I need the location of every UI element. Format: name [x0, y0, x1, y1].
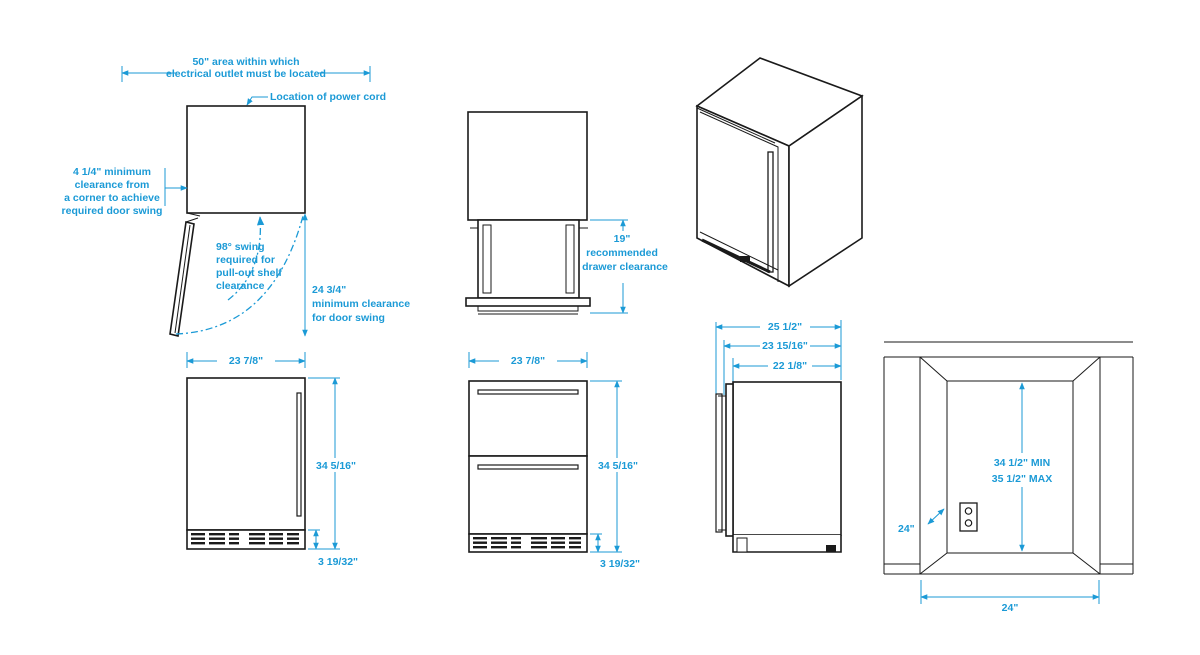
drawer-front	[465, 297, 591, 307]
swing-label-4: clearance	[216, 280, 265, 292]
door-clearance-label-1: 24 3/4"	[312, 284, 346, 296]
front-base-label: 3 19/32"	[318, 556, 358, 568]
swing-label-1: 98° swing	[216, 241, 265, 253]
side-base	[732, 535, 842, 553]
iso-side-face	[788, 94, 863, 288]
drawer-unit-top-outline	[467, 111, 588, 221]
front-view-door: 23 7/8" 34 5/16" 3 19/32"	[186, 352, 358, 568]
front-view-drawers: 23 7/8" 34 5/16" 3 19/32"	[468, 352, 640, 570]
power-cord-leader	[246, 96, 268, 106]
isometric-view	[695, 57, 864, 288]
depth-cabinet-label: 22 1/8"	[773, 360, 807, 372]
front-height-label: 34 5/16"	[316, 460, 356, 472]
pulled-drawer	[477, 219, 580, 299]
corner-clearance-label-3: a corner to achieve	[64, 192, 160, 204]
side-handle	[715, 393, 723, 533]
drawers-width-label: 23 7/8"	[511, 355, 545, 367]
cutout-back-wall	[946, 380, 1074, 554]
power-cord-label: Location of power cord	[270, 91, 386, 103]
corner-clearance-label-1: 4 1/4" minimum	[73, 166, 151, 178]
lower-drawer-handle	[477, 464, 579, 470]
base-vents	[473, 537, 581, 549]
outlet-area-label-2: electrical outlet must be located	[166, 68, 326, 80]
cutout-depth-label: 24"	[898, 523, 915, 535]
cutout-height-min-label: 34 1/2" MIN	[994, 457, 1050, 469]
cutout-height-max-label: 35 1/2" MAX	[992, 473, 1052, 485]
drawer-clearance-label-3: drawer clearance	[582, 261, 668, 273]
top-view-drawer: 19" recommended drawer clearance	[465, 111, 668, 315]
depth-total-label: 25 1/2"	[768, 321, 802, 333]
swing-label-2: required for	[216, 254, 275, 266]
drawer-clearance-label-2: recommended	[586, 247, 658, 259]
door-clearance-label-3: for door swing	[312, 312, 385, 324]
outlet-area-label-1: 50" area within which	[192, 56, 299, 68]
upper-drawer-handle	[477, 389, 579, 395]
front-width-label: 23 7/8"	[229, 355, 263, 367]
side-cabinet	[732, 381, 842, 536]
cutout-width-label: 24"	[1002, 602, 1019, 614]
cutout-opening	[919, 356, 1101, 575]
drawer-clearance-label-1: 19"	[614, 233, 631, 245]
depth-mid-label: 23 15/16"	[762, 340, 808, 352]
swing-label-3: pull-out shelf	[216, 267, 282, 279]
iso-handle	[767, 151, 774, 273]
cutout-depth-dim	[927, 508, 945, 525]
front-door-panel	[186, 377, 306, 531]
electrical-outlet-icon	[959, 502, 978, 532]
iso-base-vent	[701, 238, 771, 274]
base-vents	[191, 533, 299, 545]
side-door	[725, 383, 734, 537]
top-view-door-swing: 50" area within which electrical outlet …	[62, 56, 410, 337]
corner-clearance-label-4: required door swing	[62, 205, 163, 217]
side-view: 25 1/2" 23 15/16" 22 1/8"	[715, 320, 842, 553]
drawers-height-label: 34 5/16"	[598, 460, 638, 472]
cutout-view: 34 1/2" MIN 35 1/2" MAX 24" 24"	[883, 341, 1134, 614]
door-handle	[296, 392, 302, 517]
drawers-base-label: 3 19/32"	[600, 558, 640, 570]
door-clearance-label-2: minimum clearance	[312, 298, 410, 310]
corner-clearance-label-2: clearance from	[75, 179, 150, 191]
unit-top-outline	[186, 105, 306, 214]
